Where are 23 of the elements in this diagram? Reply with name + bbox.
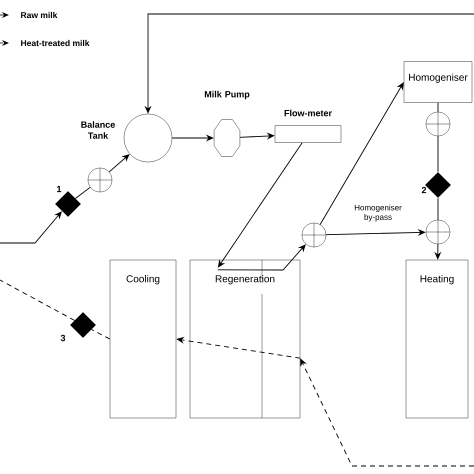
circle-symbol: [124, 114, 172, 162]
legend-label: Raw milk: [21, 12, 58, 18]
component-label: Balance Tank: [81, 121, 115, 139]
component-label: 2: [422, 186, 426, 194]
process-box: Heating: [406, 260, 468, 418]
legend-label: Heat-treated milk: [21, 40, 90, 46]
flow-meter-box: [274, 125, 342, 143]
circle-symbol: [302, 222, 326, 248]
pump-symbol: [214, 119, 240, 157]
circle-symbol: [426, 112, 450, 136]
component-label: Milk Pump: [204, 90, 250, 100]
component-label: Flow-meter: [284, 110, 332, 116]
edge-label: Homogeniser by-pass: [346, 204, 410, 222]
circle-symbol: [88, 168, 112, 192]
process-box: Homogeniser: [404, 61, 472, 103]
component-label: 1: [57, 186, 62, 192]
process-box: Cooling: [110, 260, 176, 418]
process-box: Regeneration: [190, 260, 300, 418]
component-label: 3: [60, 334, 66, 342]
circle-symbol: [426, 220, 450, 244]
valve-symbol: [55, 191, 81, 217]
valve-symbol: [70, 312, 96, 338]
valve-symbol: [425, 172, 451, 198]
